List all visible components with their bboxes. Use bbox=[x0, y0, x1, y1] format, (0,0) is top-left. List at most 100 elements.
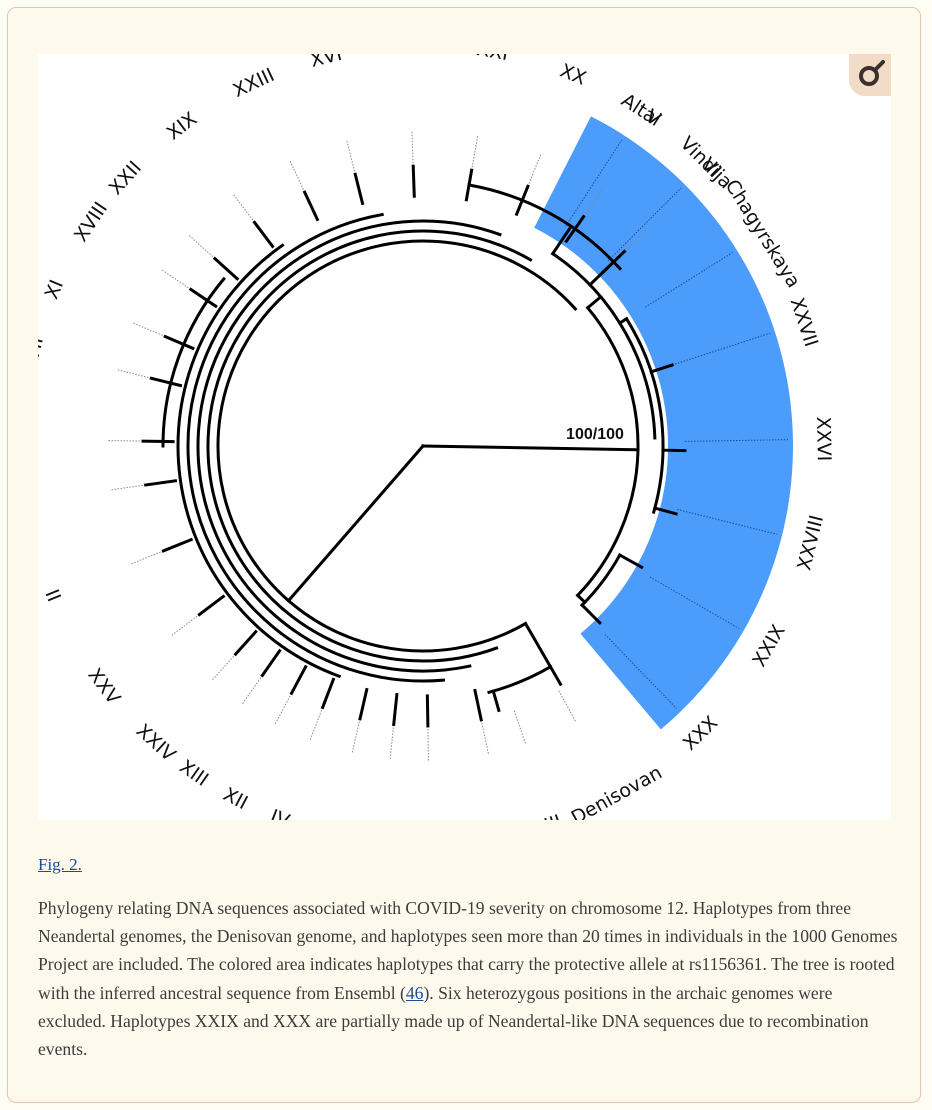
branch-xxx bbox=[579, 602, 602, 625]
leaf-label-xxx: XXX bbox=[679, 712, 722, 755]
leader-line bbox=[649, 576, 740, 629]
leaf-label-xxviii: XXVIII bbox=[793, 513, 828, 573]
tip-branch-x bbox=[425, 694, 430, 728]
leaf-label-xxi: XXI bbox=[475, 54, 510, 65]
arc-modern-subgroup-3 bbox=[176, 243, 342, 679]
leader-line bbox=[130, 550, 164, 565]
leaf-label-xxix: XXIX bbox=[748, 621, 789, 671]
leaf-label-xxv: XXV bbox=[83, 664, 124, 708]
figure-caption: Phylogeny relating DNA sequences associa… bbox=[38, 894, 898, 1063]
branch-xxviii bbox=[652, 506, 678, 516]
leader-line bbox=[346, 140, 356, 175]
tip-branch-viii bbox=[358, 687, 369, 721]
leader-line bbox=[684, 439, 788, 442]
leader-line bbox=[211, 653, 237, 681]
tip-branch-v bbox=[564, 214, 586, 244]
tip-branch-vi bbox=[600, 249, 627, 275]
leaf-label-iv: IV bbox=[267, 805, 292, 820]
leader-line bbox=[117, 369, 152, 379]
leaf-label-xii: XII bbox=[220, 783, 252, 814]
leader-line bbox=[558, 690, 577, 722]
leader-line bbox=[677, 508, 778, 535]
leader-line bbox=[480, 719, 489, 755]
leaf-label-xxii: XXII bbox=[105, 157, 146, 199]
leader-line bbox=[161, 269, 192, 290]
tip-branch-xxiii bbox=[302, 190, 320, 222]
leaf-label-ii: II bbox=[40, 586, 65, 605]
figure-link[interactable]: Fig. 2. bbox=[38, 855, 82, 874]
arc-upper-group bbox=[467, 183, 623, 271]
branch-recomb-group bbox=[575, 593, 587, 605]
leader-line bbox=[644, 252, 733, 308]
main-clade-arc bbox=[216, 239, 578, 653]
tip-branch-ii bbox=[161, 537, 194, 553]
caption-text-end: ). Six heterozygous positions in the arc… bbox=[38, 982, 869, 1060]
leaf-label-xix: XIX bbox=[163, 108, 202, 145]
bootstrap-support-label: 100/100 bbox=[566, 426, 624, 443]
tip-branch-xviii bbox=[188, 287, 218, 309]
leader-line bbox=[171, 614, 200, 636]
leader-line bbox=[513, 710, 527, 745]
arc-chag-group bbox=[624, 316, 665, 515]
tip-branch-i bbox=[144, 479, 178, 487]
leader-line bbox=[527, 153, 542, 187]
tip-branch-xxi bbox=[464, 168, 474, 202]
branch-xxix bbox=[617, 553, 644, 570]
magnifier-icon bbox=[859, 60, 885, 86]
leader-line bbox=[411, 131, 414, 167]
branch-neandertal-group bbox=[585, 294, 603, 310]
leaf-label-xxvi: XXVI bbox=[812, 417, 835, 462]
branch-denisovan bbox=[548, 664, 563, 687]
leaf-label-xvii: XVII bbox=[390, 54, 428, 57]
arc-recomb-group bbox=[579, 553, 622, 608]
root-branch-main bbox=[286, 443, 426, 603]
tip-branch-xxv bbox=[197, 594, 226, 617]
tip-branch-xi bbox=[163, 334, 195, 351]
leaf-label-iii: III bbox=[542, 811, 565, 820]
leader-line bbox=[110, 484, 146, 491]
tip-branch-xx bbox=[514, 184, 530, 217]
branch-denisovan-group bbox=[523, 621, 553, 669]
branch-altai bbox=[550, 226, 572, 256]
leaf-label-denisovan: Denisovan bbox=[568, 762, 666, 820]
arc-modern-subgroup-4 bbox=[161, 276, 226, 448]
leaf-label-xvi: XVI bbox=[308, 54, 344, 72]
arc-denisovan-group bbox=[487, 664, 553, 695]
tip-branch-xv bbox=[473, 688, 483, 722]
branch-xxvii bbox=[649, 363, 675, 374]
root-branch-protective bbox=[421, 444, 640, 452]
leaf-label-i: I bbox=[38, 497, 39, 506]
tip-branch-xxiv bbox=[233, 629, 258, 657]
leaf-label-xi: XI bbox=[41, 277, 69, 303]
tip-branch-vii bbox=[149, 376, 183, 388]
leader-line bbox=[604, 634, 677, 709]
leader-line bbox=[607, 187, 682, 262]
leader-line bbox=[289, 160, 306, 193]
leaf-label-xxvii: XXVII bbox=[786, 295, 822, 350]
tip-branch-ix bbox=[392, 692, 399, 727]
reference-link[interactable]: 46 bbox=[405, 982, 424, 1003]
protective-clade-highlight bbox=[534, 116, 793, 730]
leader-line bbox=[188, 234, 216, 260]
leader-line bbox=[471, 135, 479, 171]
tip-branch-iv bbox=[320, 677, 336, 710]
leaf-label-xxiv: XXIV bbox=[132, 720, 180, 766]
leader-line bbox=[389, 724, 395, 760]
leader-line bbox=[351, 718, 361, 754]
leader-line bbox=[565, 139, 623, 227]
tip-branch-xxii bbox=[212, 256, 240, 281]
leaf-label-xiii: XIII bbox=[175, 756, 212, 791]
leaf-label-vii: VII bbox=[38, 335, 48, 364]
zoom-button[interactable] bbox=[849, 54, 891, 96]
tip-branch-xii bbox=[289, 664, 308, 696]
leader-line bbox=[427, 725, 429, 761]
leaf-label-xviii: XVIII bbox=[70, 198, 112, 246]
tip-branch-xiv bbox=[141, 439, 175, 444]
tip-branch-xix bbox=[252, 220, 275, 249]
arc-neandertal-group bbox=[550, 251, 657, 440]
leader-line bbox=[309, 707, 324, 741]
leaf-label-xx: XX bbox=[557, 60, 589, 90]
caption-text-start: Phylogeny relating DNA sequences associa… bbox=[38, 898, 898, 1003]
arc-modern-subgroup-2 bbox=[186, 212, 446, 683]
